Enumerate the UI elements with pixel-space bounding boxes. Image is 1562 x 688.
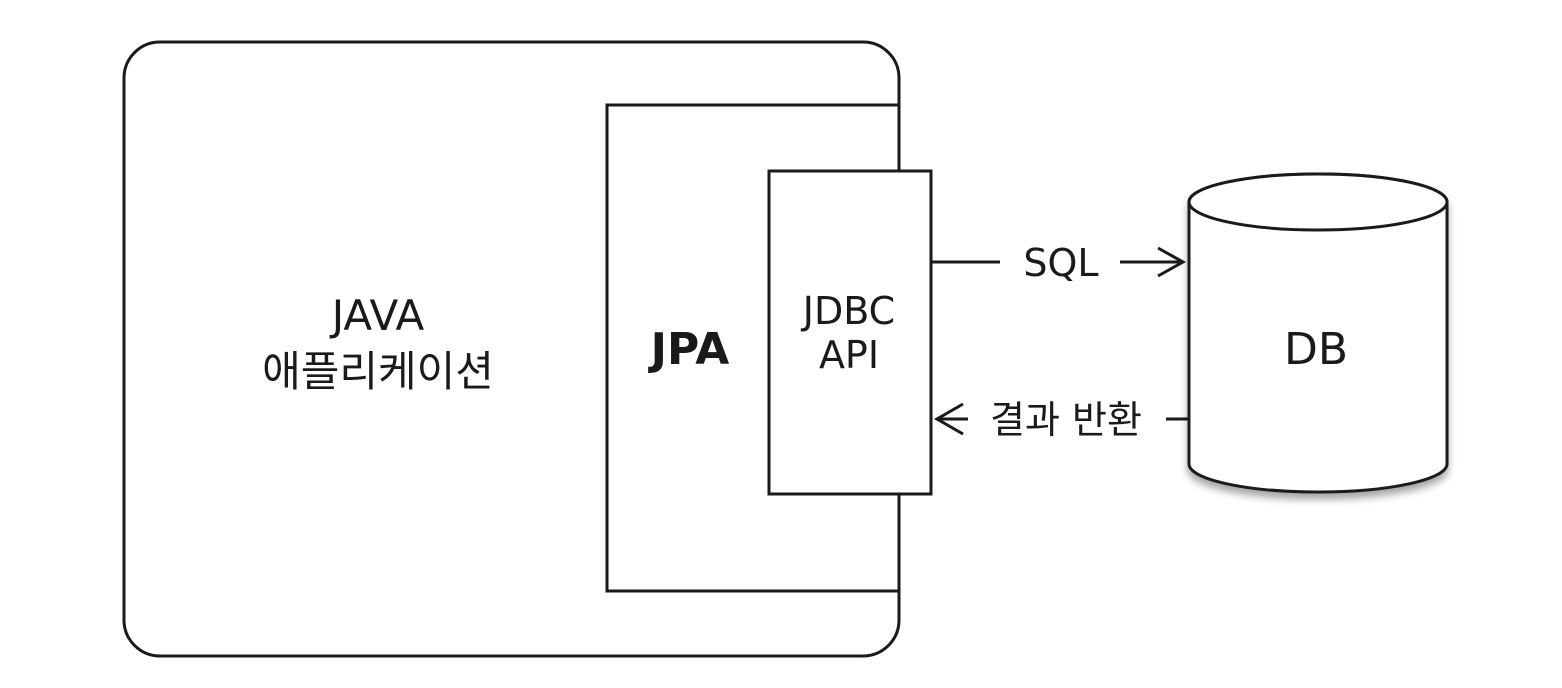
database-cylinder: DB: [1187, 172, 1449, 494]
jdbc-label-line1: JDBC: [801, 289, 895, 333]
result-return-label: 결과 반환: [990, 398, 1142, 442]
jdbc-api-box: JDBC API: [767, 169, 933, 496]
sql-label: SQL: [1023, 241, 1098, 285]
java-application-label-line2: 애플리케이션: [262, 347, 494, 396]
java-application-label-line1: JAVA: [329, 291, 425, 340]
jpa-label: JPA: [648, 324, 730, 375]
result-return-arrow: 결과 반환: [933, 398, 1189, 442]
jdbc-label-line2: API: [819, 333, 879, 377]
db-label: DB: [1284, 324, 1348, 375]
sql-request-arrow: SQL: [931, 241, 1187, 285]
